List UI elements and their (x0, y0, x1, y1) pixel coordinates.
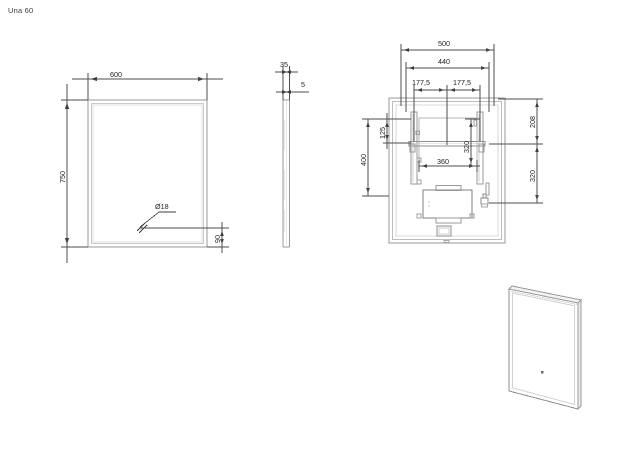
dim-rear-overall-height: 400 (359, 154, 368, 166)
dim-side-depth: 35 (280, 60, 288, 69)
rear-bottom-offset-dimension (489, 144, 543, 204)
dim-rear-top-offset: 208 (528, 116, 537, 128)
front-elevation-geometry (87, 99, 208, 248)
isometric-view-geometry (507, 285, 583, 411)
dim-rear-bottom-offset: 320 (528, 170, 537, 182)
front-width-dimension (72, 73, 223, 100)
rear-rail-offset-dimension (383, 113, 411, 149)
dim-rear-mount-right-half: 177,5 (453, 78, 471, 87)
sensor-diameter-leader (136, 211, 176, 234)
rear-outer-width-dimension (400, 44, 495, 106)
dim-front-width: 600 (110, 70, 122, 79)
dim-front-sensor-height: 90 (213, 235, 222, 243)
side-section-geometry (282, 99, 290, 248)
dim-front-height: 750 (58, 171, 67, 183)
rear-top-offset-dimension (489, 98, 543, 145)
annotation-sensor-diameter: Ø18 (155, 202, 169, 211)
rear-mount-spacing-dimensions (413, 85, 481, 145)
dim-rear-plate-height: 320 (462, 141, 471, 153)
dim-rear-outer-width: 500 (438, 39, 450, 48)
dim-rear-plate-width: 360 (437, 157, 449, 166)
front-height-dimension (61, 84, 88, 263)
rear-overall-height-dimension (362, 118, 389, 197)
dim-rear-mount-left-half: 177,5 (412, 78, 430, 87)
dim-rear-inner-width: 440 (438, 57, 450, 66)
rear-inner-width-dimension (405, 62, 490, 112)
rear-plate-height-dimension (465, 118, 480, 167)
side-depth-dimension (275, 66, 298, 100)
dim-rear-rail-offset: 125 (378, 127, 387, 139)
page-title: Una 60 (8, 6, 34, 15)
dim-side-thickness: 5 (301, 80, 305, 89)
front-sensor-height-dimension (140, 222, 229, 253)
